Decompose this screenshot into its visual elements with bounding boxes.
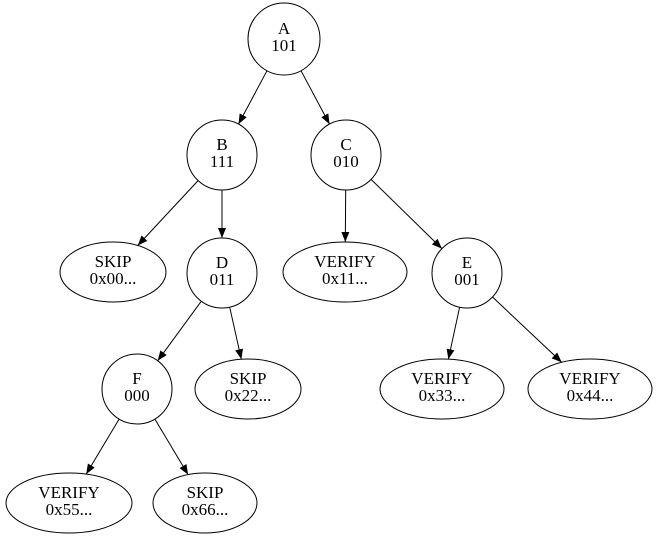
- circle-shape: [310, 119, 382, 191]
- edge-f-to-verify-0x55: [85, 418, 120, 475]
- node-value: 0x44...: [567, 386, 614, 405]
- node-value: 111: [210, 152, 234, 171]
- node-title: VERIFY: [38, 483, 99, 502]
- node-title: D: [216, 253, 228, 272]
- edge-d-to-f: [157, 300, 202, 362]
- node-title: SKIP: [95, 252, 132, 271]
- circle-shape: [186, 119, 258, 191]
- node-title: SKIP: [230, 369, 267, 388]
- ellipse-shape: [152, 472, 258, 534]
- edges-layer: [85, 70, 563, 475]
- node-value: 0x11...: [322, 269, 368, 288]
- edge-b-to-skip-0x00: [137, 180, 199, 246]
- node-value: 0x33...: [419, 386, 466, 405]
- ellipse-shape: [59, 241, 167, 303]
- ellipse-shape: [527, 358, 653, 420]
- node-title: VERIFY: [559, 369, 620, 388]
- node-value: 011: [210, 270, 235, 289]
- ellipse-shape: [5, 472, 133, 534]
- node-title: C: [340, 135, 351, 154]
- edge-c-to-e: [370, 179, 443, 249]
- circle-shape: [101, 353, 173, 425]
- node-value: 101: [271, 36, 297, 55]
- node-title: F: [132, 369, 141, 388]
- node-value: 0x00...: [90, 269, 137, 288]
- ellipse-shape: [379, 358, 505, 420]
- edge-a-to-c: [300, 70, 330, 125]
- node-value: 001: [454, 270, 480, 289]
- circle-shape: [186, 237, 258, 309]
- node-value: 0x55...: [46, 500, 93, 519]
- ellipse-shape: [194, 358, 302, 420]
- node-value: 000: [124, 386, 150, 405]
- node-title: SKIP: [187, 483, 224, 502]
- node-value: 0x66...: [182, 500, 229, 519]
- circle-shape: [247, 2, 321, 76]
- node-title: VERIFY: [314, 252, 375, 271]
- edge-e-to-verify-0x44: [492, 296, 563, 363]
- node-title: VERIFY: [411, 369, 472, 388]
- node-value: 010: [333, 152, 359, 171]
- edge-d-to-skip-0x22: [229, 307, 244, 360]
- edge-f-to-skip-0x66: [154, 418, 189, 475]
- node-title: B: [216, 135, 227, 154]
- ellipse-shape: [282, 241, 408, 303]
- edge-a-to-b: [238, 70, 268, 125]
- node-value: 0x22...: [225, 386, 272, 405]
- circle-shape: [431, 237, 503, 309]
- node-title: E: [462, 253, 472, 272]
- node-title: A: [278, 19, 291, 38]
- edge-e-to-verify-0x33: [446, 307, 461, 360]
